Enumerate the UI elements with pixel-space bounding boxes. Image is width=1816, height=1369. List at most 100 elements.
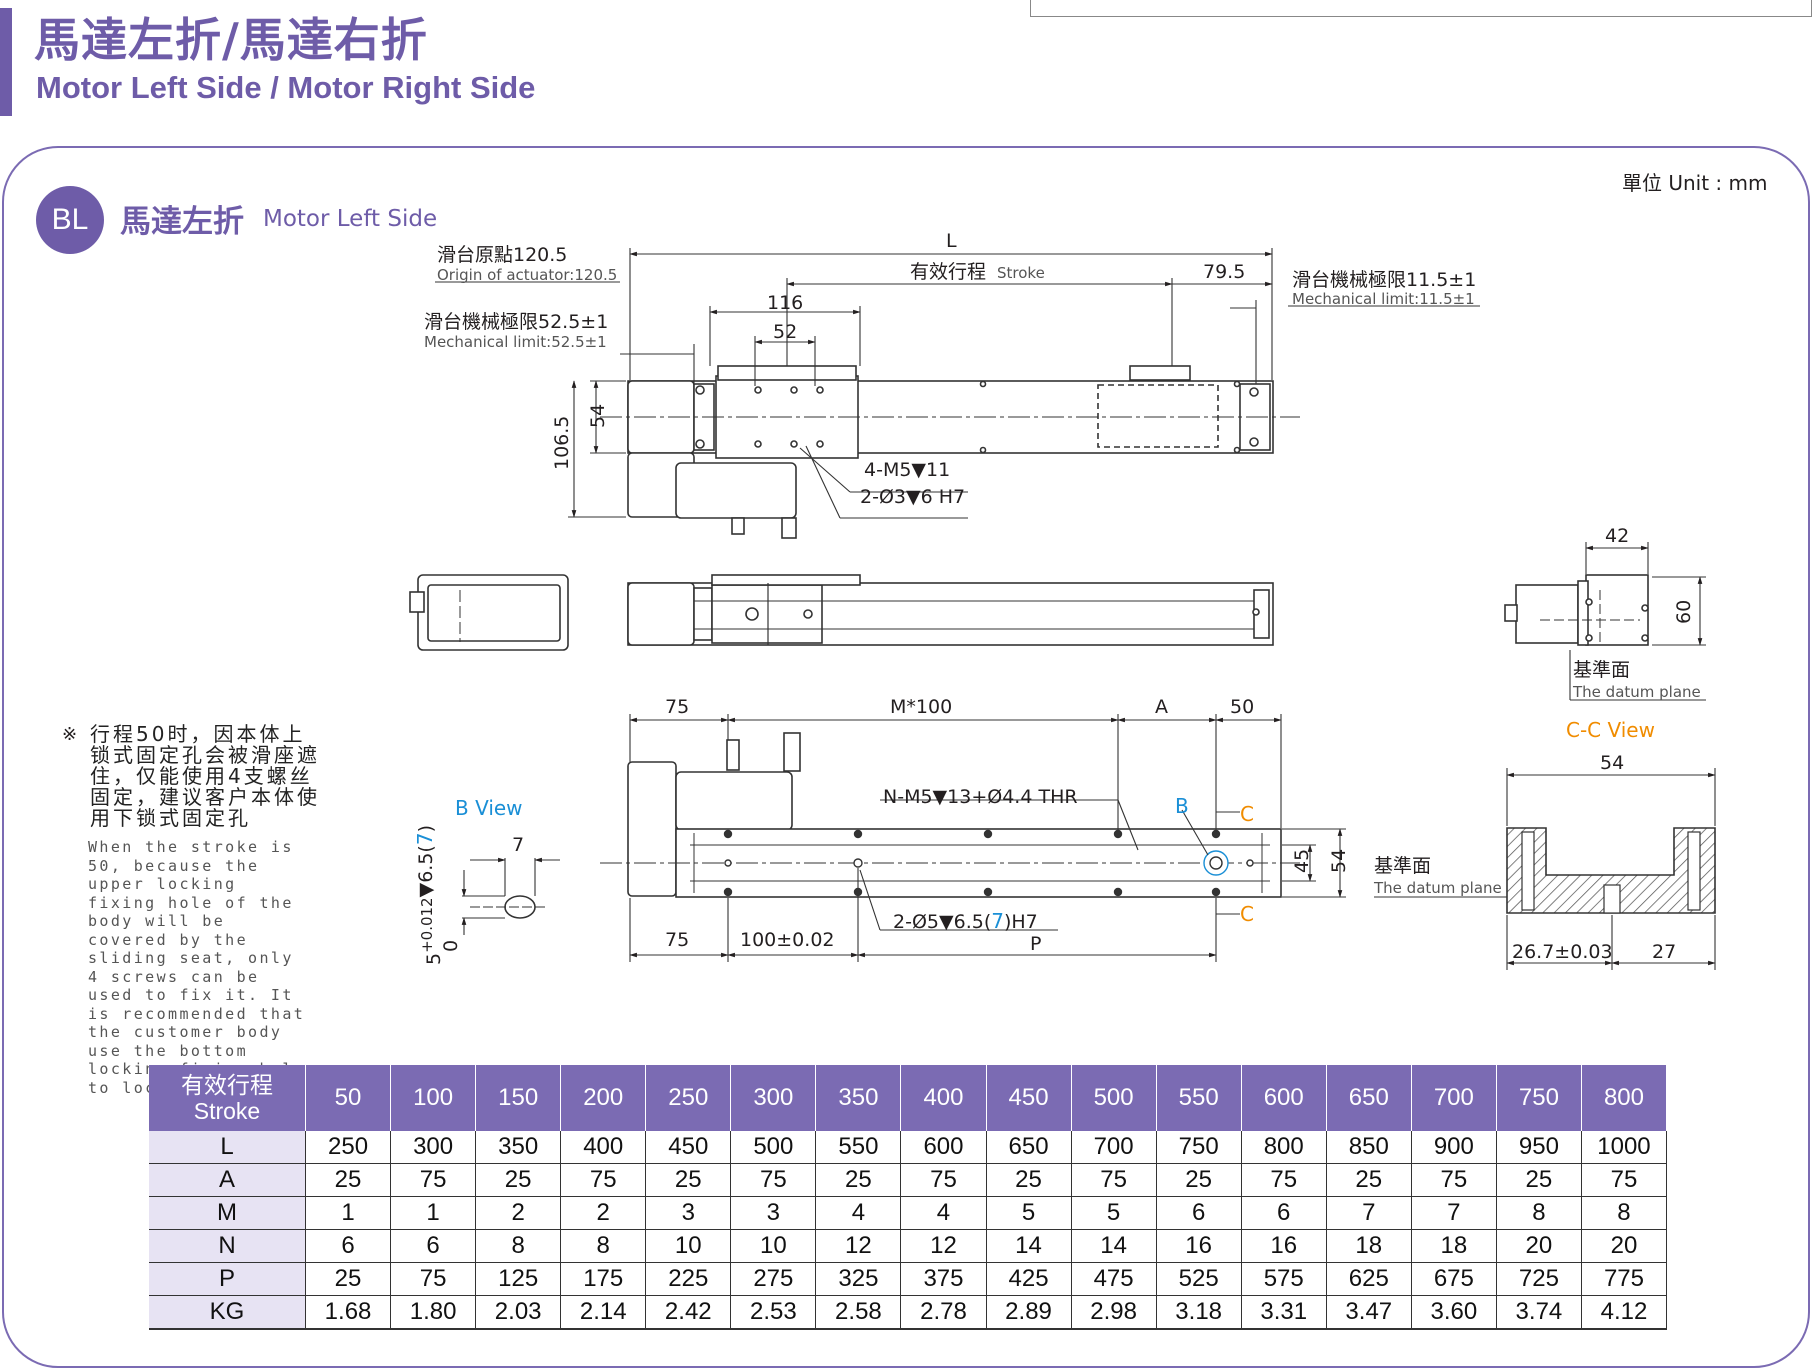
spec-cell: 900 [1411,1131,1497,1164]
stroke-en: Stroke [997,264,1045,282]
spec-corner-cn: 有效行程 [181,1072,273,1098]
spec-cell: 125 [475,1262,562,1296]
spec-cell: 5 [1071,1196,1157,1230]
stroke-col: 700 [1411,1065,1497,1131]
dim-100: 100±0.02 [740,929,835,951]
spec-cell: 625 [1326,1262,1412,1296]
spec-cell: 75 [390,1163,477,1197]
stroke-cn: 有效行程 [910,261,986,283]
section-title-cn: 馬達左折 [120,204,244,240]
bl-badge: BL [36,186,104,254]
end-view [1504,574,1649,646]
spec-cell: 75 [1581,1163,1668,1197]
spec-cell: 275 [730,1262,817,1296]
stroke-col: 750 [1496,1065,1582,1131]
drawing-panel [2,146,1810,1368]
spec-cell: 20 [1496,1229,1582,1263]
end-datum-en: The datum plane [1572,683,1701,701]
b-view-dim-7: 7 [512,834,524,856]
spec-cell: 2.89 [986,1295,1072,1330]
thread-spec: N-M5▼13+Ø4.4 THR [883,786,1078,808]
dim-79-5: 79.5 [1203,261,1245,283]
cc-dim-27: 27 [1652,941,1676,963]
end-view-labels: 42 60 基準面 The datum plane [1572,525,1701,701]
label-B: B [1175,794,1189,818]
bottom-datum-cn: 基準面 [1374,855,1431,877]
dim-42: 42 [1605,525,1629,547]
spec-cell: 2 [560,1196,647,1230]
top-view-dims [435,248,1480,519]
origin-cn: 滑台原點120.5 [437,244,567,266]
stroke-col: 50 [305,1065,392,1131]
stroke-col: 500 [1071,1065,1157,1131]
b-view-depth-pre: ▼6.5( [415,845,437,897]
spec-cell: 25 [815,1163,902,1197]
spec-cell: 6 [305,1229,392,1263]
stroke-col: 600 [1241,1065,1327,1131]
spec-cell: 25 [475,1163,562,1197]
spec-cell: 700 [1071,1131,1157,1164]
b-view-labels: B View 7 5+0.012▼6.5(7) 0 [413,796,524,965]
spec-row-label: N [149,1229,306,1263]
spec-cell: 600 [900,1131,987,1164]
spec-cell: 1.80 [390,1295,477,1330]
dim-106-5: 106.5 [551,416,573,470]
cc-view-dims [1374,768,1716,970]
spec-cell: 75 [390,1262,477,1296]
cc-view-labels: C-C View 54 26.7±0.03 27 [1512,718,1676,963]
spec-cell: 4.12 [1581,1295,1668,1330]
spec-cell: 8 [475,1229,562,1263]
spec-cell: 3.31 [1241,1295,1327,1330]
top-view-labels: 滑台原點120.5 Origin of actuator:120.5 L 有效行… [424,230,1476,508]
spec-cell: 2.58 [815,1295,902,1330]
stroke-col: 400 [900,1065,987,1131]
end-view-dims [1569,542,1706,701]
stroke-col: 350 [815,1065,902,1131]
spec-cell: 2 [475,1196,562,1230]
spec-cell: 12 [900,1229,987,1263]
spec-cell: 950 [1496,1131,1582,1164]
note-en: When the stroke is 50, because the upper… [88,838,306,1097]
spec-cell: 3 [645,1196,732,1230]
spec-cell: 18 [1411,1229,1497,1263]
spec-cell: 75 [1071,1163,1157,1197]
b-view-depth-mid: 7 [413,832,437,845]
top-view [600,365,1300,539]
spec-cell: 675 [1411,1262,1497,1296]
spec-cell: 25 [1156,1163,1242,1197]
spec-cell: 725 [1496,1262,1582,1296]
spec-cell: 16 [1241,1229,1327,1263]
spec-cell: 525 [1156,1262,1242,1296]
spec-cell: 25 [305,1262,392,1296]
section-title-en: Motor Left Side [263,206,438,232]
cc-view [1506,827,1716,914]
end-datum-cn: 基準面 [1573,659,1630,681]
pin-spec-mid: 7 [991,909,1004,933]
spec-cell: 3 [730,1196,817,1230]
spec-cell: 550 [815,1131,902,1164]
b-view-title: B View [455,796,523,820]
stroke-col: 300 [730,1065,817,1131]
dim-116: 116 [767,292,803,314]
cc-view-title: C-C View [1566,718,1655,742]
unit-label: 單位 Unit : mm [1622,171,1768,195]
spec-cell: 750 [1156,1131,1242,1164]
spec-cell: 350 [475,1131,562,1164]
spec-table: 有效行程 Stroke 50 100 150 200 250 300 350 4… [149,1065,1668,1330]
spec-cell: 10 [730,1229,817,1263]
spec-cell: 475 [1071,1262,1157,1296]
spec-cell: 25 [305,1163,392,1197]
spec-cell: 10 [645,1229,732,1263]
spec-row-label: A [149,1163,306,1197]
spec-cell: 25 [1326,1163,1412,1197]
dim-60: 60 [1673,600,1695,624]
stroke-col: 800 [1581,1065,1668,1131]
spec-cell: 450 [645,1131,732,1164]
spec-cell: 2.53 [730,1295,817,1330]
spec-cell: 650 [986,1131,1072,1164]
dim-50: 50 [1230,696,1254,718]
spec-row-label: M [149,1196,306,1230]
